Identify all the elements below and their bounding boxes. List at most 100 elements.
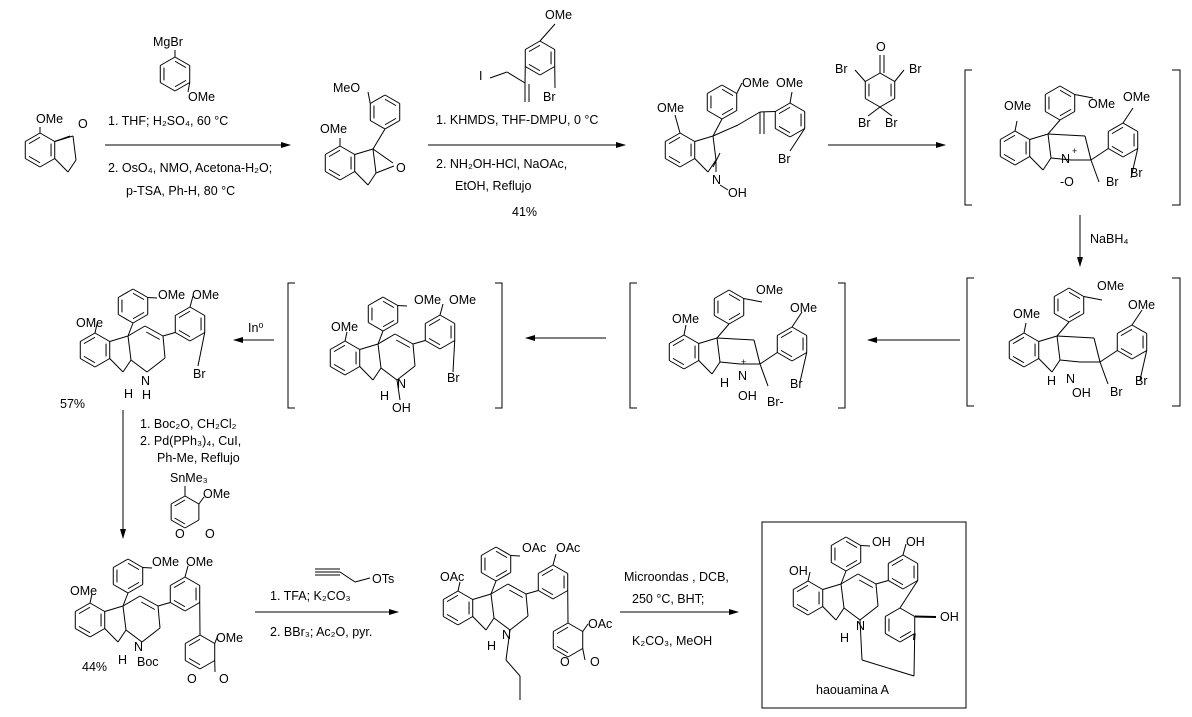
- c9-n: N: [134, 640, 143, 654]
- c6-n: N: [738, 369, 747, 383]
- bond: [372, 367, 382, 381]
- bond: [1012, 336, 1025, 345]
- bond: [721, 88, 734, 97]
- c6-brm: Br-: [767, 395, 784, 409]
- bond: [396, 339, 410, 348]
- bond: [127, 584, 143, 594]
- bond: [1029, 156, 1044, 171]
- bond: [899, 607, 915, 617]
- bond: [80, 332, 96, 342]
- bond: [142, 567, 153, 569]
- bond: [1047, 133, 1086, 137]
- bonds-layer: [24, 23, 1148, 700]
- bond: [857, 573, 877, 585]
- bond: [127, 581, 140, 590]
- bond: [875, 580, 889, 585]
- c8-h: H: [124, 387, 133, 401]
- c8-n: N: [141, 374, 150, 388]
- bond: [1099, 350, 1118, 363]
- bond: [1045, 85, 1061, 95]
- step4-label: NaBH₄: [1090, 232, 1128, 246]
- bond: [759, 352, 778, 365]
- c6-ome-b: OMe: [790, 301, 817, 315]
- bond: [894, 69, 905, 82]
- c7-br: Br: [447, 371, 460, 385]
- c8-ome-c: OMe: [76, 316, 103, 330]
- bond: [368, 322, 384, 332]
- bond: [495, 546, 511, 556]
- step2-condition-1: 1. KHMDS, THF-DMPU, 0 °C: [436, 113, 598, 127]
- bond: [665, 132, 681, 142]
- bond: [1139, 350, 1148, 381]
- bond: [891, 558, 904, 567]
- step3-br1: Br: [835, 62, 848, 76]
- bond: [184, 565, 189, 578]
- bond: [472, 616, 487, 631]
- bond: [1051, 359, 1061, 373]
- bond: [72, 135, 77, 161]
- bond: [796, 603, 809, 612]
- bond: [412, 340, 426, 345]
- bond: [913, 633, 916, 677]
- bond: [1000, 156, 1016, 166]
- bond: [495, 572, 511, 582]
- bond: [1047, 119, 1061, 135]
- bond: [525, 40, 541, 50]
- bond: [174, 60, 187, 69]
- bond: [807, 606, 823, 616]
- product-box: [761, 521, 967, 709]
- bond: [78, 606, 91, 615]
- bond: [712, 152, 721, 168]
- bond: [146, 357, 166, 373]
- bond: [714, 289, 730, 299]
- bond: [843, 607, 861, 621]
- c6-plus: +: [741, 357, 746, 367]
- bond: [330, 366, 346, 376]
- bond: [457, 590, 473, 600]
- bond: [377, 343, 382, 369]
- bond: [528, 44, 541, 53]
- bond: [525, 590, 539, 595]
- c4-o: -O: [1060, 175, 1074, 189]
- bond: [510, 555, 521, 557]
- bond: [354, 171, 369, 186]
- bond: [382, 300, 395, 309]
- bond: [736, 82, 743, 94]
- c6-br: Br: [790, 377, 803, 391]
- c9-o2: O: [219, 672, 229, 686]
- bond: [728, 293, 741, 302]
- bond: [67, 159, 77, 173]
- bond: [184, 495, 200, 505]
- bond: [552, 564, 568, 574]
- bond: [457, 581, 461, 592]
- bond: [1111, 145, 1124, 154]
- bond: [867, 106, 881, 117]
- bond: [902, 554, 918, 564]
- bond: [835, 607, 845, 621]
- c8-yield: 57%: [60, 397, 85, 411]
- bond: [665, 158, 681, 168]
- c7-oh: OH: [392, 401, 411, 415]
- bond: [1023, 332, 1039, 342]
- step2-condition-2: 2. NH₂OH-HCl, NaOAc,: [436, 157, 567, 171]
- bond: [721, 84, 737, 94]
- c10-o2: O: [590, 655, 600, 669]
- bond: [679, 158, 695, 168]
- c9-h: H: [118, 653, 127, 667]
- bracket-right-c5: [1172, 277, 1181, 407]
- bond: [753, 339, 761, 365]
- bond: [888, 554, 904, 564]
- step6-o1: O: [175, 527, 185, 541]
- bond: [178, 310, 191, 319]
- step6-ome: OMe: [203, 487, 230, 501]
- bond: [372, 148, 377, 174]
- bond: [185, 660, 201, 670]
- bond: [1108, 122, 1124, 132]
- bond: [184, 576, 200, 586]
- bond: [775, 102, 791, 112]
- bond: [173, 580, 186, 589]
- bond: [1059, 108, 1072, 117]
- bond: [25, 158, 41, 168]
- bond: [793, 606, 809, 616]
- bond: [716, 323, 730, 339]
